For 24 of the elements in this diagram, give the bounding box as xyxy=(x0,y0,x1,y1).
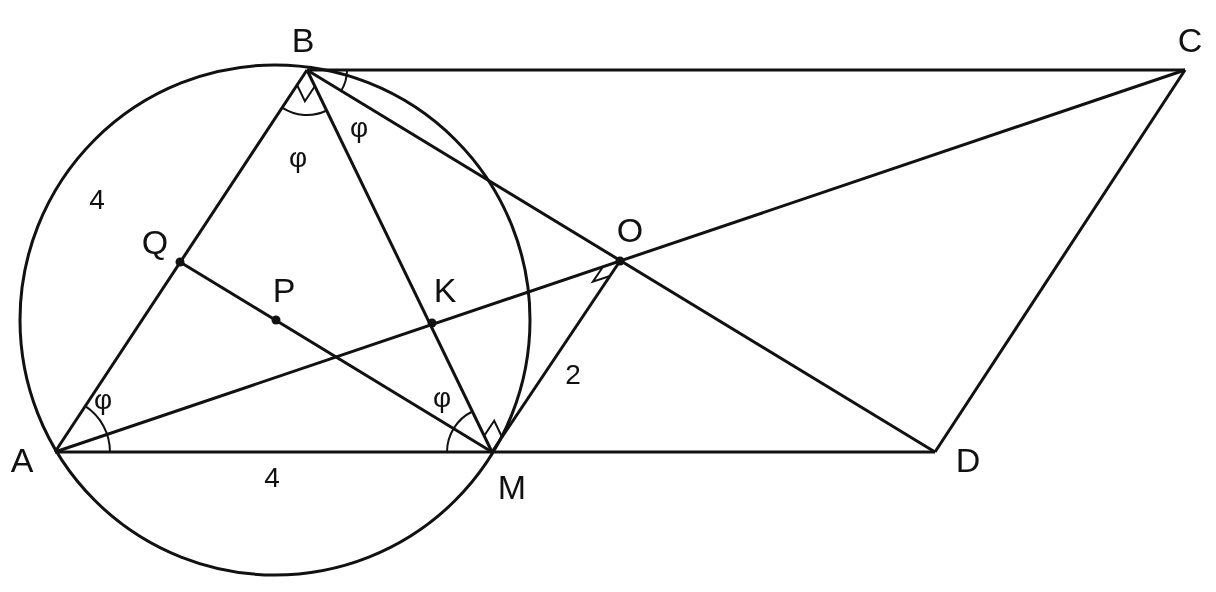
labelled-point: B xyxy=(291,21,315,59)
angle-label: φ xyxy=(349,114,369,142)
labelled-point: O xyxy=(615,211,644,266)
length-label: 2 xyxy=(565,361,581,389)
labelled-point: Q xyxy=(141,223,185,267)
labelled-point: M xyxy=(497,468,527,506)
line-segment xyxy=(54,68,1186,454)
line-segment xyxy=(492,450,935,454)
labelled-point: P xyxy=(271,271,296,325)
angle-label: φ xyxy=(288,144,308,172)
line-segment xyxy=(305,69,494,453)
angle-label: φ xyxy=(93,386,113,414)
labelled-point: A xyxy=(10,441,34,479)
labelled-point: D xyxy=(955,441,981,479)
line-segment xyxy=(55,450,492,454)
line-segment xyxy=(53,69,309,453)
length-label: 4 xyxy=(264,464,280,492)
angle-label: φ xyxy=(432,384,452,412)
labelled-point: K xyxy=(427,271,457,328)
length-label: 4 xyxy=(89,186,105,214)
labelled-point: C xyxy=(1177,21,1203,59)
line-segment xyxy=(306,68,936,454)
line-segment xyxy=(933,69,1187,453)
line-segment xyxy=(307,68,1185,72)
